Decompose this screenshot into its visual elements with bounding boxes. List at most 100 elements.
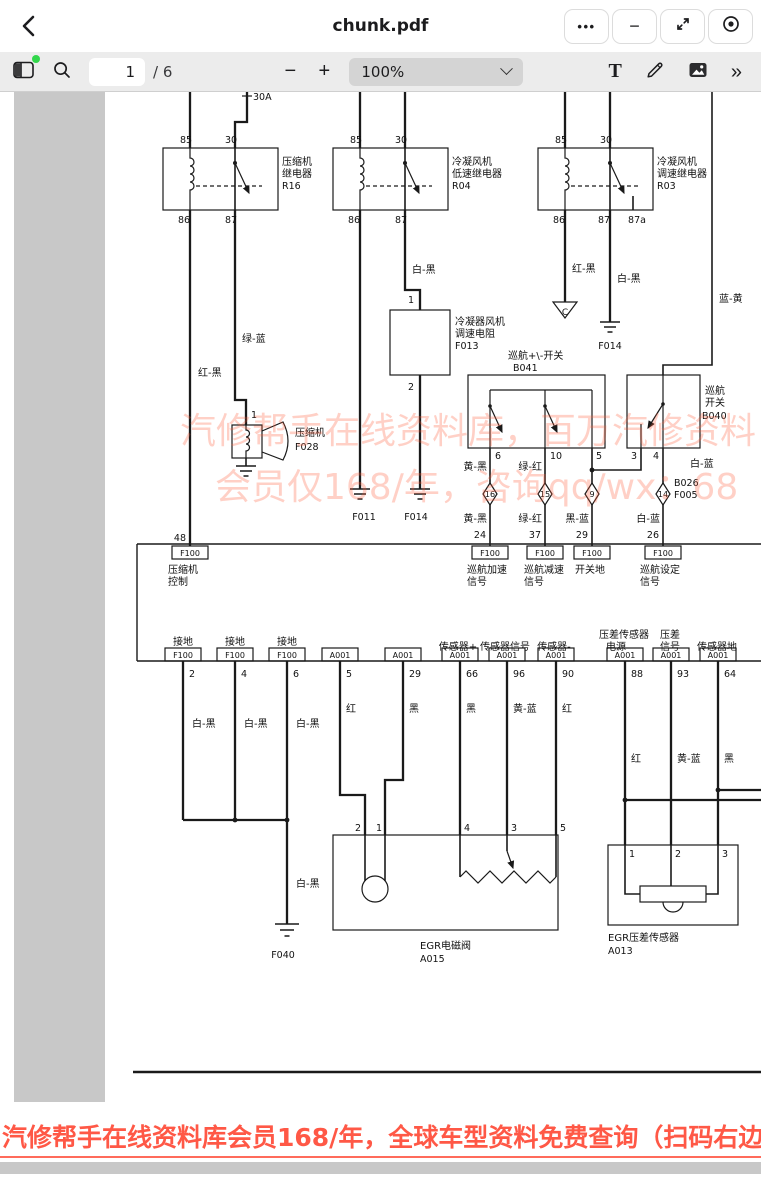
image-icon bbox=[688, 60, 708, 83]
cruise-switch-b041 bbox=[467, 374, 606, 449]
diagram-label: 压缩机 bbox=[282, 155, 312, 168]
pencil-icon bbox=[645, 60, 665, 83]
diagram-label: 2 bbox=[355, 823, 361, 834]
diagram-label: 压缩机 bbox=[295, 426, 325, 439]
diagram-label: 继电器 bbox=[282, 167, 312, 180]
diagram-label: 巡航 bbox=[705, 384, 725, 397]
diagram-label: A001 bbox=[615, 651, 636, 660]
cruise-switch-b040 bbox=[626, 374, 701, 449]
diagram-label: 红-黑 bbox=[198, 366, 222, 379]
diagram-label: 红 bbox=[346, 702, 356, 715]
diagram-label: 黑 bbox=[409, 703, 419, 715]
watermark-bottom: 汽修帮手在线资料库会员168/年，全球车型资料免费查询（扫码右边二维 bbox=[2, 1123, 761, 1152]
diagram-label: 压差 bbox=[660, 628, 680, 641]
diagram-label: 87 bbox=[225, 215, 237, 226]
diagram-label: 3 bbox=[511, 823, 517, 834]
diagram-label: 黄-黑 bbox=[463, 512, 487, 525]
diagram-label: C bbox=[562, 308, 568, 318]
diagram-label: 黄-蓝 bbox=[677, 752, 701, 765]
diagram-label: 4 bbox=[464, 823, 470, 834]
diagram-label: 白-黑 bbox=[296, 717, 320, 730]
text-tool-button[interactable]: T bbox=[606, 57, 625, 86]
fullscreen-button[interactable] bbox=[660, 9, 705, 44]
diagram-label: 低速继电器 bbox=[452, 167, 502, 180]
diagram-label: 电源 bbox=[606, 640, 626, 653]
diagram-label: F028 bbox=[295, 442, 319, 453]
toolbar: 1 / 6 − + 100% T » bbox=[0, 52, 761, 92]
diagram-label: 白-黑 bbox=[412, 263, 436, 276]
diagram-label: 巡航+\-开关 bbox=[508, 349, 563, 362]
diagram-label: 红 bbox=[562, 702, 572, 715]
diagram-label: 压缩机 bbox=[168, 563, 198, 576]
diagram-label: A001 bbox=[330, 651, 351, 660]
resistor-f013-box bbox=[389, 309, 451, 376]
record-icon bbox=[721, 14, 741, 39]
diagram-label: F005 bbox=[674, 490, 698, 501]
more-options-button[interactable]: ••• bbox=[564, 9, 609, 44]
diagram-label: R16 bbox=[282, 181, 301, 192]
diagram-label: 传感器信号 bbox=[480, 640, 530, 653]
diagram-label: F100 bbox=[653, 549, 673, 558]
diagram-label: 巡航减速 bbox=[524, 563, 564, 576]
diagram-label: 85 bbox=[350, 135, 362, 146]
chevron-left-icon bbox=[16, 15, 44, 43]
diagram-label: 5 bbox=[596, 451, 602, 462]
sidebar-toggle-button[interactable] bbox=[10, 58, 37, 85]
egr-sensor-a013 bbox=[607, 844, 739, 926]
diagram-label: 93 bbox=[677, 669, 689, 680]
diagram-label: A001 bbox=[661, 651, 682, 660]
zoom-in-button[interactable]: + bbox=[311, 58, 337, 86]
search-button[interactable] bbox=[49, 57, 75, 86]
diagram-label: 30 bbox=[600, 135, 612, 146]
diagram-label: 64 bbox=[724, 669, 736, 680]
titlebar-actions: ••• − bbox=[564, 9, 753, 44]
wiring-diagram: 30A85308687压缩机继电器R1685308687冷凝风机低速继电器R04… bbox=[133, 92, 761, 1074]
diagram-label: 传感器- bbox=[537, 640, 571, 653]
diagram-label: 29 bbox=[409, 669, 421, 680]
diagram-label: 1 bbox=[251, 410, 257, 421]
sidebar-icon bbox=[13, 61, 34, 82]
diagram-label: 调速电阻 bbox=[455, 327, 495, 340]
minimize-button[interactable]: − bbox=[612, 9, 657, 44]
connector-c-triangle bbox=[551, 301, 579, 319]
diagram-label: 1 bbox=[629, 849, 635, 860]
diagram-label: F100 bbox=[480, 549, 500, 558]
page-number-input[interactable]: 1 bbox=[89, 57, 145, 86]
diagram-label: 2 bbox=[408, 382, 414, 393]
diagram-label: 信号 bbox=[660, 641, 680, 653]
diagram-label: 6 bbox=[495, 451, 501, 462]
pencil-tool-button[interactable] bbox=[642, 57, 668, 86]
diagram-label: 14 bbox=[658, 490, 668, 499]
diagram-label: 9 bbox=[589, 490, 594, 499]
record-button[interactable] bbox=[708, 9, 753, 44]
diagram-label: F100 bbox=[582, 549, 602, 558]
zoom-out-button[interactable]: − bbox=[277, 58, 303, 86]
image-tool-button[interactable] bbox=[685, 57, 711, 86]
diagram-label: 开关地 bbox=[575, 563, 605, 576]
zoom-level-dropdown[interactable]: 100% bbox=[349, 57, 524, 86]
diagram-label: 85 bbox=[180, 135, 192, 146]
diagram-label: 86 bbox=[348, 215, 360, 226]
diagram-label: 87 bbox=[395, 215, 407, 226]
diagram-label: 24 bbox=[474, 530, 486, 541]
diagram-label: 黄-黑 bbox=[463, 460, 487, 473]
diagram-label: F011 bbox=[352, 512, 376, 523]
diagram-label: 接地 bbox=[225, 635, 245, 648]
chevron-down-icon bbox=[500, 62, 514, 76]
diagram-label: 5 bbox=[560, 823, 566, 834]
diagram-label: A001 bbox=[546, 651, 567, 660]
back-button[interactable] bbox=[12, 8, 48, 44]
diagram-label: 1 bbox=[376, 823, 382, 834]
diagram-label: 红 bbox=[631, 752, 641, 765]
more-tools-button[interactable]: » bbox=[728, 59, 745, 85]
diagram-label: 3 bbox=[722, 849, 728, 860]
watermark-underline bbox=[0, 1156, 761, 1158]
diagram-label: A001 bbox=[393, 651, 414, 660]
diagram-label: 87a bbox=[628, 215, 646, 226]
diagram-label: EGR电磁阀 bbox=[420, 939, 471, 952]
double-chevron-icon: » bbox=[730, 60, 742, 83]
sidebar-active-dot bbox=[32, 55, 40, 63]
diagram-label: F100 bbox=[173, 651, 193, 660]
